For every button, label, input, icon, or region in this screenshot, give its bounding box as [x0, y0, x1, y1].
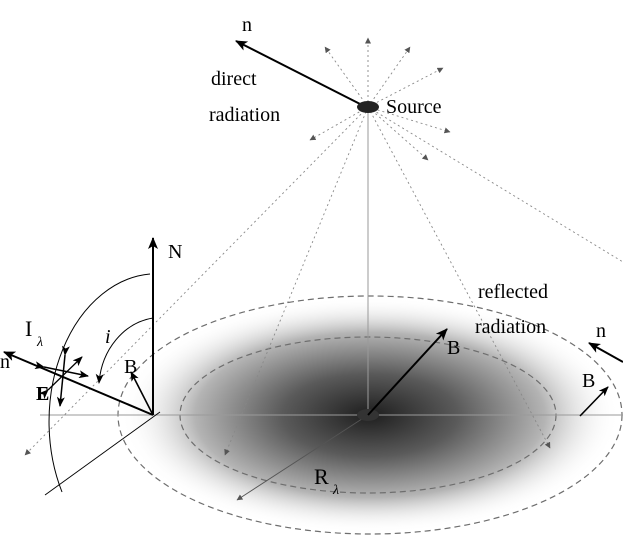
source-dot [357, 101, 379, 113]
reflected-radiation-label-line2: radiation [475, 316, 546, 338]
R-lambda-subscript: λ [332, 483, 339, 498]
ray-up-right-far [367, 67, 444, 108]
incidence-angle-arc [95, 317, 154, 384]
ray-up-right [367, 46, 411, 108]
n-top-label: n [242, 14, 252, 36]
observer-B-arrow [130, 371, 154, 416]
direct-radiation-arrow [235, 40, 367, 108]
B-left-label: B [124, 356, 137, 378]
ray-to-left-horizon [24, 106, 369, 456]
polarization-axis-1 [56, 345, 70, 407]
n-right-label: n [596, 320, 606, 342]
direct-radiation-label-line1: direct [211, 68, 257, 90]
normal-N-label: N [168, 241, 182, 263]
E-vector-label: E [36, 383, 49, 405]
B-center-label: B [447, 337, 460, 359]
polarization-axis-3 [38, 356, 83, 400]
incidence-angle-label: i [105, 326, 111, 348]
center-B-arrow [367, 328, 448, 416]
base-plane [40, 411, 623, 496]
ray-up-left [324, 46, 369, 108]
diagonal-ground-line [44, 411, 161, 496]
ray-down-right [367, 106, 429, 161]
observer-geometry [3, 237, 158, 493]
source-label: Source [386, 96, 442, 118]
n-left-label: n [0, 351, 10, 373]
radius-arrow-outward [236, 414, 369, 501]
source-rays [24, 37, 623, 456]
right-n-arrow [588, 342, 623, 363]
direct-radiation-label-line2: radiation [209, 104, 280, 126]
ray-right [367, 106, 451, 134]
reflected-radiation-label-line1: reflected [478, 281, 548, 303]
B-right-label: B [582, 370, 595, 392]
right-observer [579, 342, 623, 417]
I-lambda-subscript: λ [36, 335, 43, 350]
radius-R-lambda [236, 414, 369, 501]
right-B-arrow [579, 386, 609, 417]
ray-to-far-right [367, 106, 623, 263]
ray-left-down [309, 106, 369, 141]
I-lambda-label: I [25, 316, 32, 341]
R-lambda-label: R [314, 464, 329, 489]
